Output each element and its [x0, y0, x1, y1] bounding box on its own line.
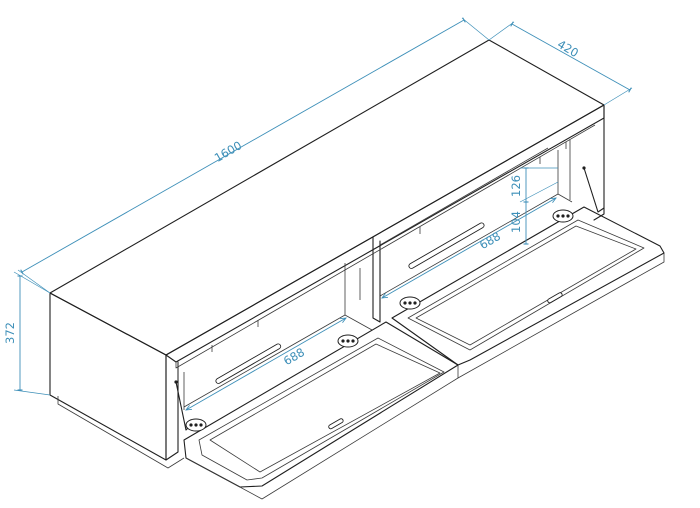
cable-slot-left	[215, 343, 282, 384]
cabinet-front-frame-left	[165, 354, 179, 461]
shelf-left-label: 688	[281, 345, 307, 368]
hinge-icon	[337, 334, 359, 348]
door-handle-right	[547, 292, 563, 304]
hinge-icon	[185, 418, 207, 432]
upper-compartment-label: 126	[509, 175, 523, 197]
dimension-compartments: 126 104	[509, 167, 559, 245]
stay-arm-right	[583, 167, 605, 213]
door-left	[183, 321, 459, 500]
dimension-height: 372	[3, 271, 51, 396]
door-right	[391, 206, 665, 379]
hinge-icon	[399, 296, 421, 310]
shelf-right-label: 688	[477, 229, 503, 252]
dimension-shelf-left: 688	[186, 318, 346, 410]
cabinet-middle-divider	[372, 236, 381, 323]
height-label: 372	[3, 322, 17, 344]
hinge-icon	[552, 209, 574, 223]
depth-label: 420	[555, 37, 581, 60]
width-label: 1600	[212, 138, 244, 165]
door-handle-left	[328, 418, 344, 430]
cabinet-plinth	[57, 396, 185, 469]
cabinet-right-side	[593, 104, 605, 221]
cabinet-body	[49, 39, 605, 469]
lower-compartment-label: 104	[509, 211, 523, 233]
